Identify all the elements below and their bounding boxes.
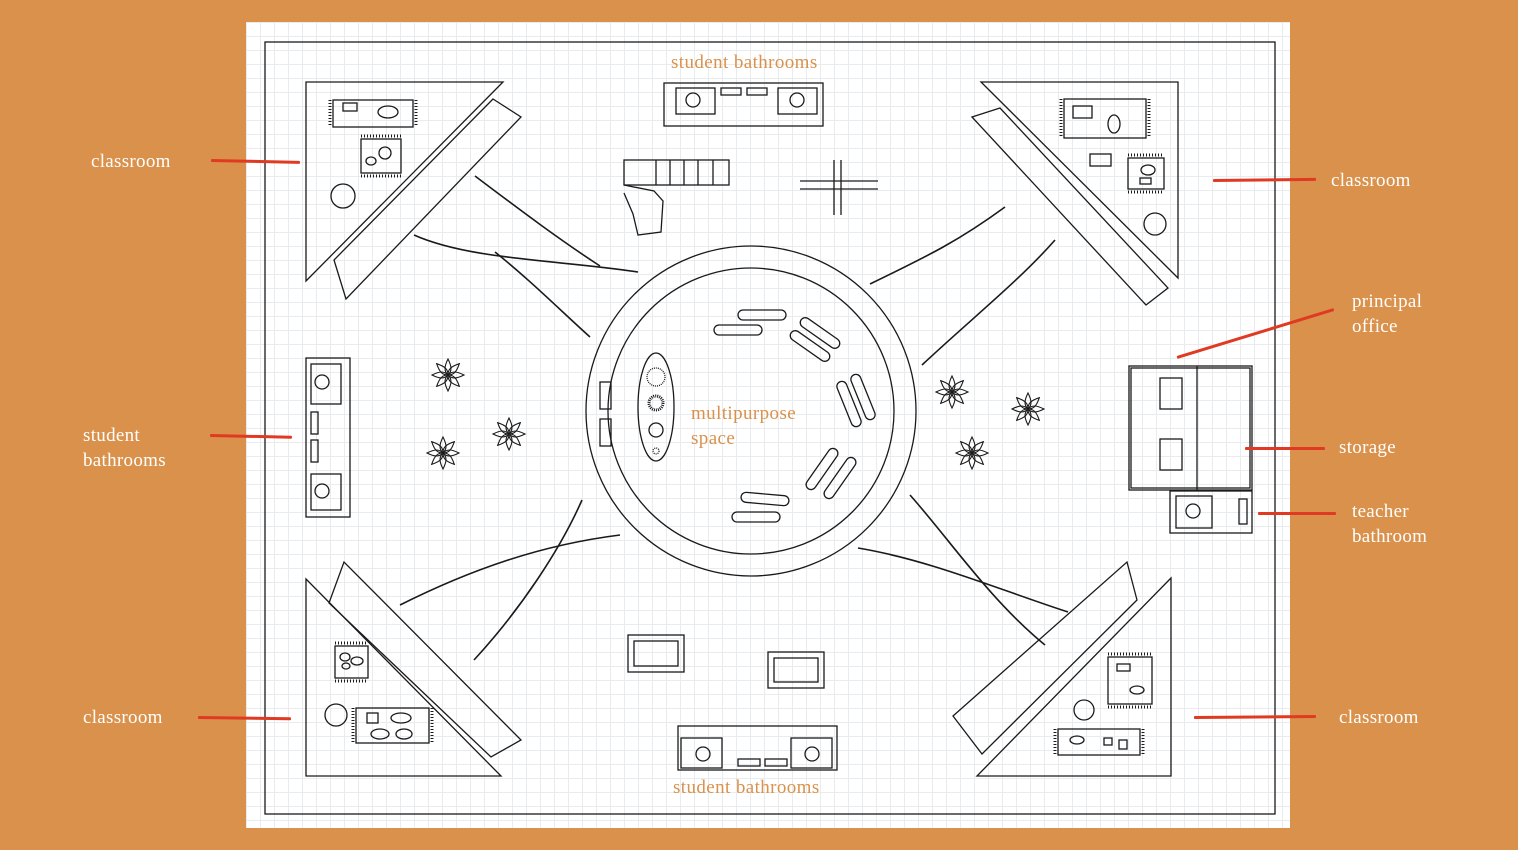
plants bbox=[425, 357, 1046, 471]
leader-storage bbox=[1245, 447, 1325, 450]
label-bathrooms-top: student bathrooms bbox=[671, 52, 818, 73]
label-bathrooms-left-line1: student bbox=[83, 425, 140, 446]
bathrooms-bottom bbox=[677, 725, 838, 771]
label-multipurpose-line1: multipurpose bbox=[691, 403, 797, 424]
leader-teacher-bathroom bbox=[1258, 512, 1336, 515]
rug-bottom-right-2 bbox=[1053, 728, 1145, 756]
label-principal-office-line2: office bbox=[1352, 316, 1398, 337]
label-classroom-bottom-left: classroom bbox=[83, 707, 163, 728]
label-teacher-bathroom-line2: bathroom bbox=[1352, 526, 1428, 547]
label-principal-office: principal office bbox=[1352, 289, 1422, 339]
label-storage: storage bbox=[1339, 437, 1396, 458]
label-classroom-top-left: classroom bbox=[91, 151, 171, 172]
rug-top-left-1 bbox=[328, 99, 418, 128]
rug-bottom-left-2 bbox=[351, 707, 434, 744]
rug-top-right-1 bbox=[1059, 98, 1151, 139]
frame-1 bbox=[627, 634, 685, 673]
label-bathrooms-left-line2: bathrooms bbox=[83, 450, 166, 471]
frame-2 bbox=[767, 651, 825, 689]
rug-bottom-right-1 bbox=[1107, 652, 1153, 709]
multipurpose-space bbox=[585, 245, 917, 577]
label-multipurpose-space: multipurpose space bbox=[691, 401, 796, 451]
label-classroom-bottom-right: classroom bbox=[1339, 707, 1419, 728]
label-bathrooms-bottom: student bathrooms bbox=[673, 777, 820, 798]
rug-top-right-2 bbox=[1127, 153, 1165, 194]
bathrooms-top bbox=[663, 82, 824, 127]
rug-bottom-left-1 bbox=[334, 641, 369, 683]
pathways bbox=[399, 175, 1069, 661]
stairs bbox=[623, 159, 730, 236]
outer-wall bbox=[264, 41, 1276, 815]
label-teacher-bathroom-line1: teacher bbox=[1352, 501, 1409, 522]
label-teacher-bathroom: teacher bathroom bbox=[1352, 499, 1427, 549]
rug-top-left-2 bbox=[360, 134, 402, 178]
label-principal-office-line1: principal bbox=[1352, 291, 1423, 312]
teacher-bathroom bbox=[1169, 490, 1253, 534]
label-bathrooms-left: student bathrooms bbox=[83, 423, 166, 473]
bathrooms-left bbox=[305, 357, 351, 518]
label-multipurpose-line2: space bbox=[691, 428, 736, 449]
crosswalk bbox=[800, 160, 878, 215]
classroom-top-left bbox=[305, 81, 523, 301]
principal-office-block bbox=[1128, 365, 1253, 491]
classroom-bottom-left bbox=[305, 560, 523, 777]
classroom-top-right bbox=[970, 81, 1179, 306]
label-classroom-top-right: classroom bbox=[1331, 170, 1411, 191]
classroom-bottom-right bbox=[952, 560, 1172, 777]
